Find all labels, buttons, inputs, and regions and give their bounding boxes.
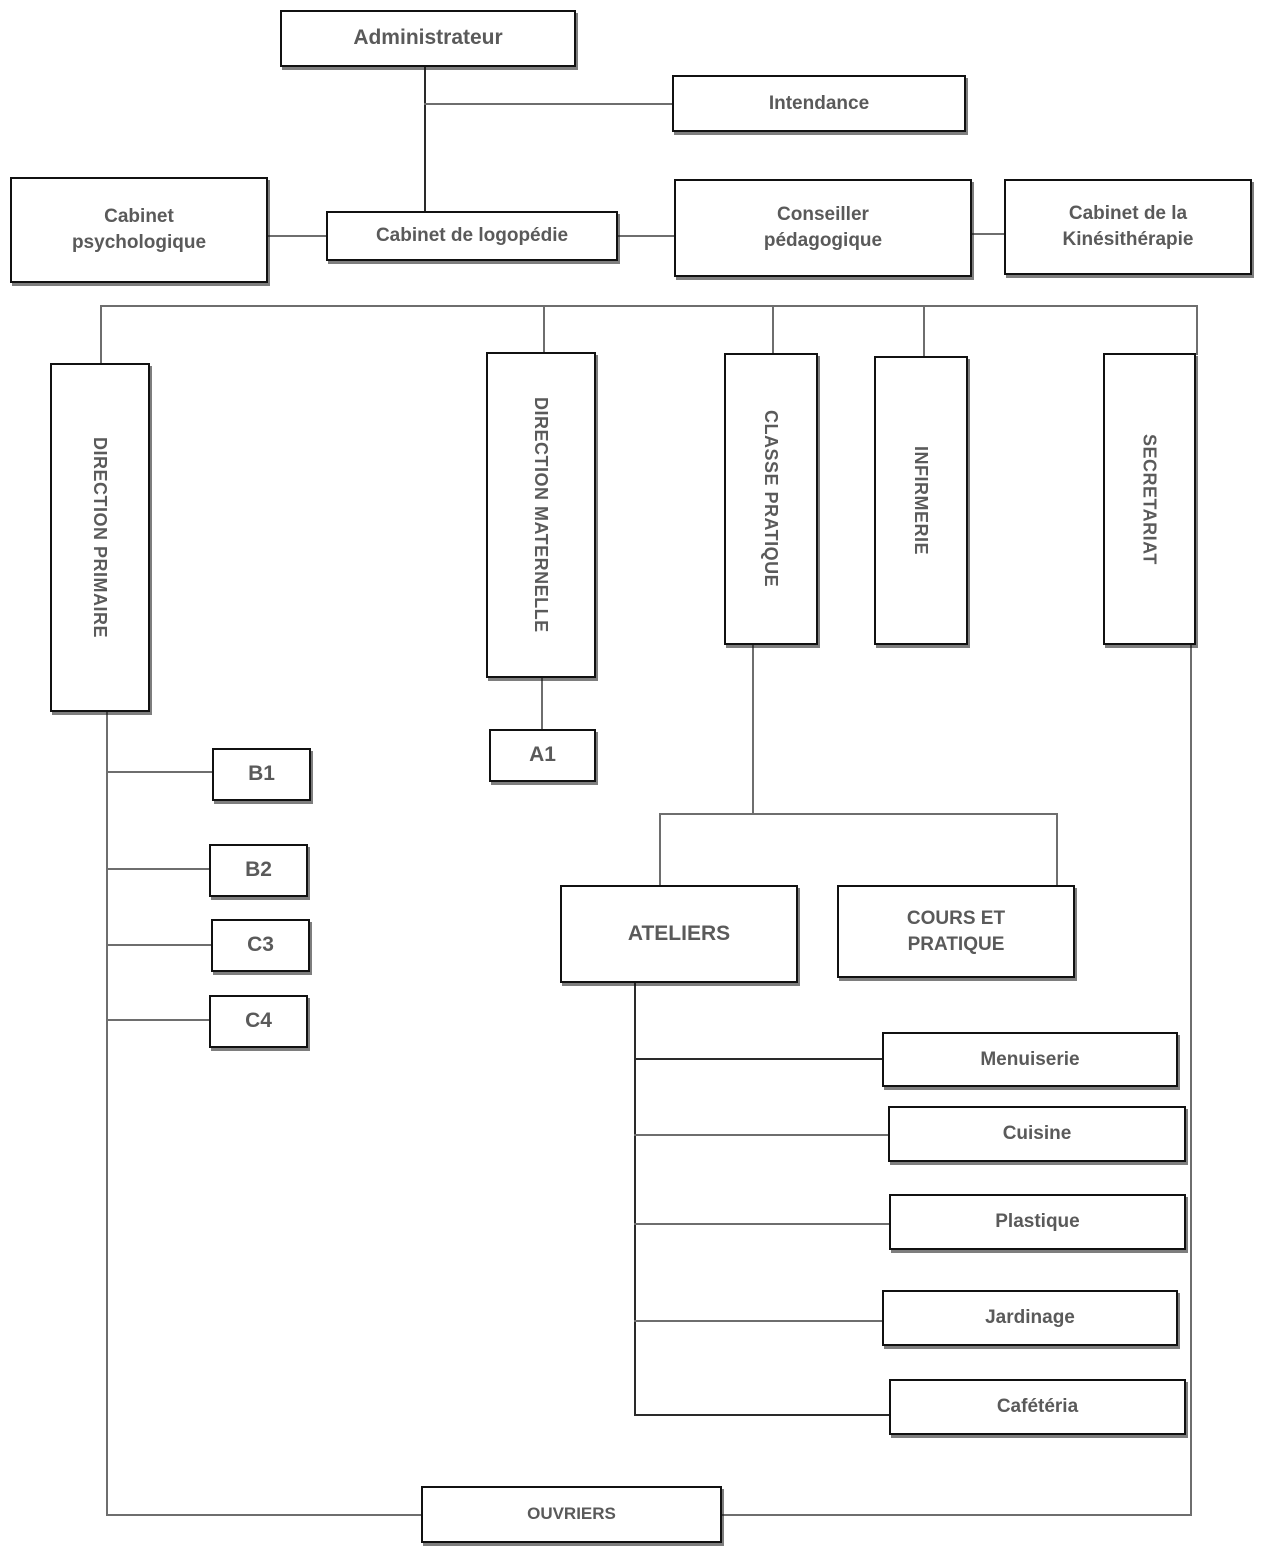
edge-ouvriers-to-secretariat [720,1514,1192,1516]
node-label: INFIRMERIE [911,445,932,555]
node-cafeteria[interactable]: Cafétéria [889,1379,1186,1435]
edge-primaire-c4 [106,1019,212,1021]
node-label: SECRETARIAT [1139,433,1160,565]
edge-primaire-b1 [106,771,212,773]
node-direction-primaire[interactable]: DIRECTION PRIMAIRE [50,363,150,712]
node-label: Plastique [995,1211,1080,1233]
node-label: Conseiller pédagogique [763,204,883,251]
node-label: Jardinage [985,1307,1075,1329]
edge-main-bus [100,305,1198,307]
node-label: DIRECTION PRIMAIRE [90,436,111,638]
edge-bus-secretariat [1196,305,1198,355]
edge-maternelle-a1 [541,678,543,730]
node-label: OUVRIERS [527,1504,616,1524]
node-classe-pratique[interactable]: CLASSE PRATIQUE [724,353,818,645]
node-c3[interactable]: C3 [211,919,310,972]
node-label: C3 [247,933,274,957]
node-cabinet-kinesitherapie[interactable]: Cabinet de la Kinésithérapie [1004,179,1252,275]
edge-bus-infirmerie [923,305,925,357]
edge-bus-direction-primaire [100,305,102,365]
edge-primaire-to-ouvriers [106,1514,423,1516]
node-ateliers[interactable]: ATELIERS [560,885,798,983]
node-menuiserie[interactable]: Menuiserie [882,1032,1178,1087]
node-label: COURS ET PRATIQUE [906,907,1006,955]
edge-primaire-b2 [106,868,212,870]
node-label: ATELIERS [627,921,731,945]
edge-administrateur-intendance [424,103,676,105]
edge-ateliers-cuisine [634,1134,889,1136]
node-a1[interactable]: A1 [489,729,596,782]
edge-ateliers-plastique [634,1223,890,1225]
edge-classe-pratique-split-bus [659,813,1058,815]
node-label: B1 [248,762,275,786]
node-plastique[interactable]: Plastique [889,1194,1186,1250]
edge-direction-primaire-trunk [106,712,108,1516]
node-b1[interactable]: B1 [212,748,311,801]
edge-administrateur-logopedie [424,66,426,220]
node-infirmerie[interactable]: INFIRMERIE [874,356,968,645]
edge-split-to-cours-et-pratique [1056,813,1058,887]
edge-conseiller-kinesitherapie [972,233,1004,235]
edge-primaire-c3 [106,944,212,946]
node-label: CLASSE PRATIQUE [761,410,782,588]
node-cabinet-logopedie[interactable]: Cabinet de logopédie [326,211,618,261]
node-c4[interactable]: C4 [209,995,308,1048]
node-label: B2 [245,858,272,882]
node-cabinet-psychologique[interactable]: Cabinet psychologique [10,177,268,283]
node-ouvriers[interactable]: OUVRIERS [421,1486,722,1543]
edge-secretariat-trunk [1190,645,1192,1516]
node-cours-et-pratique[interactable]: COURS ET PRATIQUE [837,885,1075,978]
node-intendance[interactable]: Intendance [672,75,966,132]
edge-psychologique-logopedie [268,235,328,237]
node-label: Cafétéria [996,1396,1079,1418]
node-direction-maternelle[interactable]: DIRECTION MATERNELLE [486,352,596,678]
node-secretariat[interactable]: SECRETARIAT [1103,353,1196,645]
node-label: Cabinet de logopédie [375,225,569,247]
node-label: C4 [245,1009,272,1033]
node-b2[interactable]: B2 [209,844,308,897]
edge-bus-classe-pratique [772,305,774,355]
node-label: Menuiserie [980,1048,1080,1070]
node-jardinage[interactable]: Jardinage [882,1290,1178,1346]
node-label: Cuisine [1002,1123,1072,1145]
node-conseiller-pedagogique[interactable]: Conseiller pédagogique [674,179,972,277]
edge-ateliers-trunk [634,983,636,1415]
node-administrateur[interactable]: Administrateur [280,10,576,67]
edge-split-to-ateliers [659,813,661,887]
edge-ateliers-menuiserie [634,1058,884,1060]
node-label: Administrateur [353,26,503,50]
node-label: Intendance [768,92,870,114]
edge-bus-direction-maternelle [543,305,545,354]
edge-logopedie-conseiller [618,235,676,237]
node-label: Cabinet psychologique [71,206,207,253]
edge-classe-pratique-down [752,645,754,813]
node-label: A1 [529,743,556,767]
node-cuisine[interactable]: Cuisine [888,1106,1186,1162]
edge-ateliers-jardinage [634,1320,884,1322]
node-label: Cabinet de la Kinésithérapie [1062,203,1194,250]
edge-ateliers-cafeteria [634,1414,890,1416]
node-label: DIRECTION MATERNELLE [531,397,552,633]
